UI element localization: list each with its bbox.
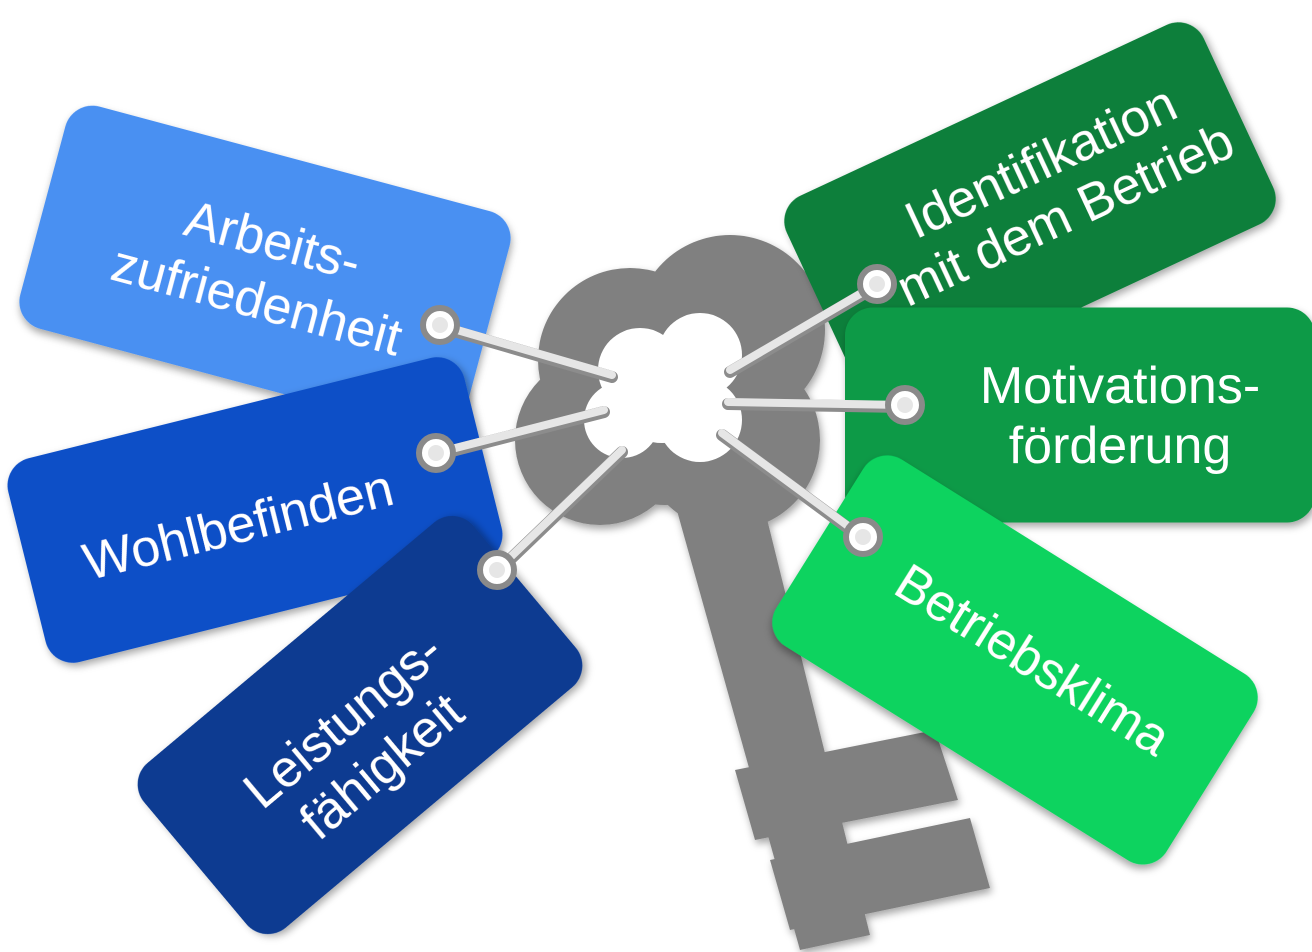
tag-hole-center-betriebsklima bbox=[855, 529, 871, 545]
tag-motivationsfoerderung: Motivations-förderung bbox=[845, 307, 1312, 523]
key-tooth-upper bbox=[735, 730, 958, 840]
wire-wohlbefinden bbox=[432, 406, 608, 457]
key-tooth-lower bbox=[770, 818, 990, 930]
key-hole bbox=[584, 313, 742, 462]
wire-identifikation bbox=[726, 280, 881, 374]
tag-label-line: förderung bbox=[1009, 417, 1232, 475]
tag-card-betriebsklima bbox=[772, 455, 1258, 865]
tag-card-arbeitszufriedenheit bbox=[19, 105, 511, 435]
wire-leistungsfaehigkeit bbox=[493, 446, 626, 574]
tag-hole-center-arbeitszufriedenheit bbox=[432, 317, 448, 333]
tag-label-line: Motivations- bbox=[980, 357, 1260, 415]
wire-arbeitszufriedenheit bbox=[436, 321, 616, 379]
tag-hole-center-leistungsfaehigkeit bbox=[489, 562, 505, 578]
tag-arbeitszufriedenheit: Arbeits-zufriedenheit bbox=[19, 105, 511, 435]
tag-hole-center-wohlbefinden bbox=[428, 445, 444, 461]
wire-betriebsklima bbox=[718, 429, 867, 541]
wires-layer bbox=[416, 264, 925, 590]
wire-motivationsfoerderung bbox=[724, 398, 909, 409]
tag-hole-center-motivationsfoerderung bbox=[897, 397, 913, 413]
tag-card-motivationsfoerderung bbox=[845, 307, 1312, 523]
key-icon bbox=[515, 235, 990, 950]
tag-card-identifikation bbox=[784, 22, 1276, 398]
tag-card-leistungsfaehigkeit bbox=[137, 515, 583, 935]
tag-hole-center-identifikation bbox=[869, 276, 885, 292]
tag-label-motivationsfoerderung: Motivations-förderung bbox=[980, 357, 1260, 475]
